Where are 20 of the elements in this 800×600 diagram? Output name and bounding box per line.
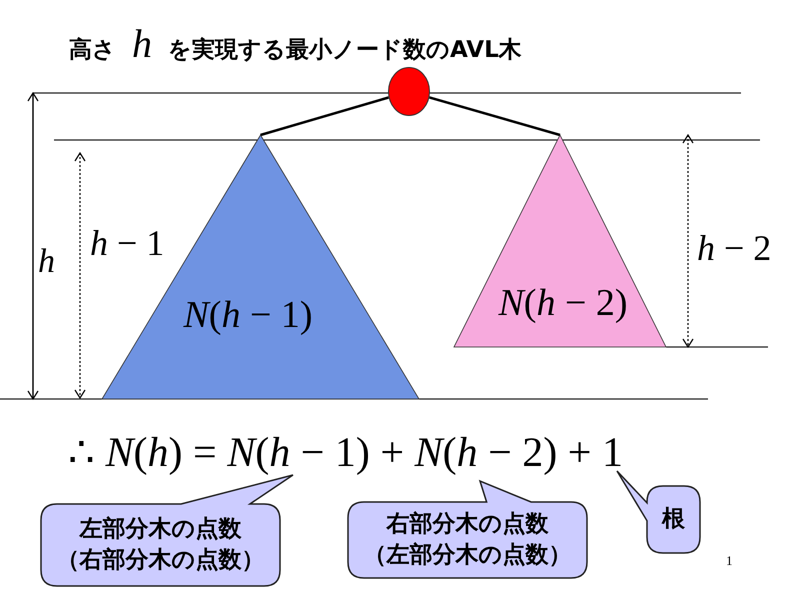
- tree-edge: [429, 96, 560, 136]
- callout-text: 右部分木の点数: [386, 510, 548, 539]
- subtree-label: N(h − 1): [183, 296, 313, 334]
- dimension-label: h − 1: [90, 225, 164, 261]
- formula: ∴ N(h) = N(h − 1) + N(h − 2) + 1: [68, 432, 623, 474]
- subtree-label: N(h − 2): [498, 284, 628, 322]
- title: 高さ h を実現する最小ノード数のAVL木: [69, 24, 522, 64]
- callout-text: 根: [662, 505, 685, 534]
- dimension-label: h − 2: [697, 230, 772, 266]
- callout-text: （左部分木の点数）: [364, 541, 572, 570]
- callout-text: （右部分木の点数）: [56, 546, 264, 575]
- callout-bubble: [617, 471, 700, 553]
- callout-bubble: [348, 481, 587, 578]
- callout-text: 左部分木の点数: [80, 515, 242, 544]
- root-node-circle: [388, 67, 430, 116]
- callout-bubble: [41, 475, 293, 586]
- subtree-triangle: [454, 135, 666, 347]
- tree-edge: [260, 96, 389, 136]
- dimension-label: h: [38, 245, 55, 279]
- page-number: 1: [726, 554, 732, 567]
